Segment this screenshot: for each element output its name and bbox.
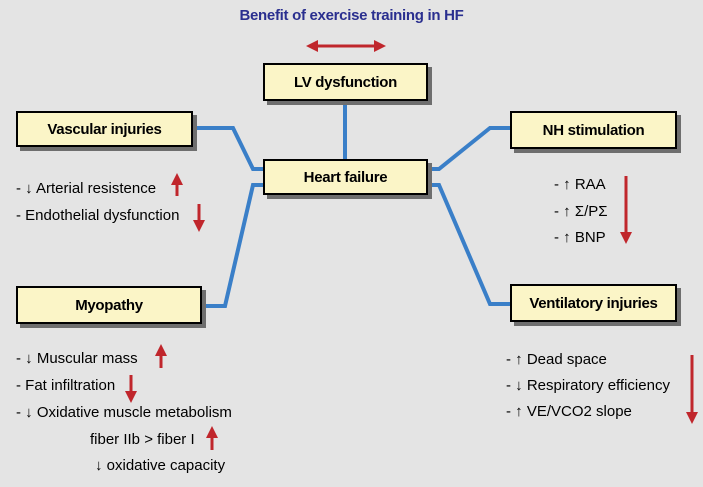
vascular-injuries-label: Vascular injuries — [47, 120, 162, 138]
ventilatory-item: - ↓ Respiratory efficiency — [506, 377, 670, 394]
nh-stimulation-box: NH stimulation — [510, 111, 677, 149]
nh-stimulation-label: NH stimulation — [542, 121, 645, 139]
connector-ventilatory — [426, 183, 512, 306]
lv-dysfunction-label: LV dysfunction — [293, 73, 398, 91]
connector-myopathy — [200, 183, 265, 308]
vascular-item: - ↓ Arterial resistence — [16, 180, 157, 197]
myopathy-subitem: fiber IIb > fiber I — [90, 431, 195, 448]
diagram-title: Benefit of exercise training in HF — [239, 7, 464, 24]
myopathy-item: - ↓ Muscular mass — [16, 350, 138, 367]
nh-item: - ↑ BNP — [554, 229, 606, 246]
vascular-item: - Endothelial dysfunction — [16, 207, 180, 224]
myopathy-subitem: ↓ oxidative capacity — [95, 457, 226, 474]
lv-dysfunction-box: LV dysfunction — [263, 63, 428, 101]
myopathy-box: Myopathy — [16, 286, 202, 324]
ventilatory-injuries-box: Ventilatory injuries — [510, 284, 677, 322]
nh-item: - ↑ RAA — [554, 176, 606, 193]
heart-failure-label: Heart failure — [303, 168, 388, 186]
vascular-injuries-box: Vascular injuries — [16, 111, 193, 147]
nh-item: - ↑ Σ/PΣ — [554, 203, 608, 220]
heart-failure-box: Heart failure — [263, 159, 428, 195]
myopathy-item: - ↓ Oxidative muscle metabolism — [16, 404, 232, 421]
connector-vascular — [191, 126, 265, 171]
myopathy-item: - Fat infiltration — [16, 377, 116, 394]
ventilatory-item: - ↑ Dead space — [506, 351, 607, 368]
ventilatory-item: - ↑ VE/VCO2 slope — [506, 403, 632, 420]
connector-nh — [426, 126, 512, 171]
myopathy-label: Myopathy — [75, 296, 143, 314]
ventilatory-injuries-label: Ventilatory injuries — [529, 294, 658, 312]
